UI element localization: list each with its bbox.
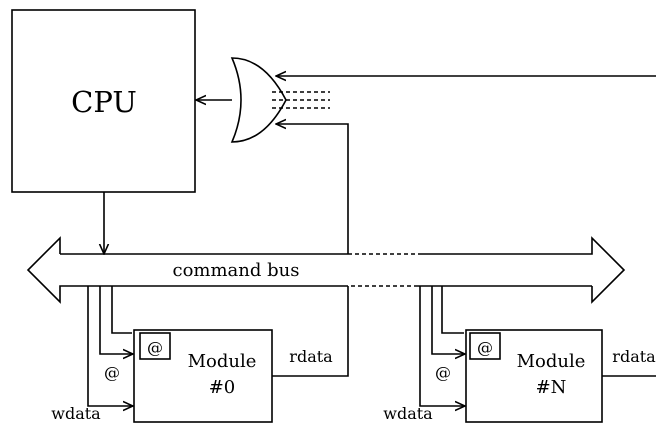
module-n-title: Module: [517, 351, 586, 372]
module-n-wdata-label: wdata: [383, 404, 433, 423]
cpu-label: CPU: [71, 85, 137, 119]
module-0-title: Module: [188, 351, 257, 372]
input-from-module-0: [276, 124, 349, 254]
module-n-addr-input-label: @: [435, 363, 451, 382]
cpu-block: CPU: [11, 9, 196, 193]
module-0-address-register: [139, 332, 171, 360]
module-n-rdata-label: rdata: [612, 347, 656, 366]
module-n-addr-reg-label: @: [477, 338, 493, 357]
module-0-bus-tap: [111, 286, 132, 334]
module-0-addr-input-label: @: [104, 363, 120, 382]
module-0-wdata-arrow: [87, 286, 133, 406]
module-n-addr-arrow: [431, 286, 465, 354]
module-0-addr-arrow: [99, 286, 133, 354]
module-n: @ Module #N @ wdata rdata: [383, 286, 656, 423]
module-0-number: #0: [209, 377, 236, 398]
module-0-rdata-line: [272, 286, 349, 377]
module-0-wdata-label: wdata: [51, 404, 101, 423]
module-0-addr-reg-label: @: [147, 338, 163, 357]
module-n-bus-tap: [441, 286, 464, 334]
module-n-wdata-arrow: [419, 286, 465, 406]
bus-label: command bus: [173, 260, 300, 281]
module-0-rdata-label: rdata: [289, 347, 333, 366]
module-0: @ Module #0 @ wdata rdata: [51, 286, 349, 423]
module-n-address-register: [469, 332, 501, 360]
or-gate-icon: [230, 57, 287, 143]
module-n-number: #N: [536, 377, 567, 398]
command-bus: command bus: [26, 236, 626, 304]
